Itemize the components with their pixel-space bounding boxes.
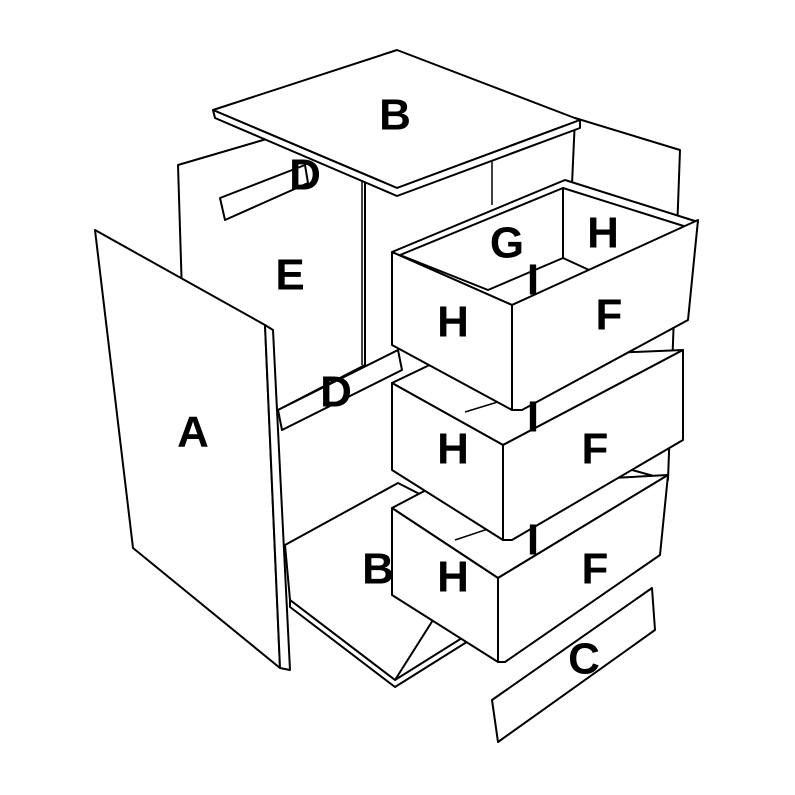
drawer2-front bbox=[502, 349, 684, 541]
label-drawer3-bottom: I bbox=[527, 516, 539, 565]
label-drawer2-bottom: I bbox=[527, 393, 539, 442]
drawer3-front bbox=[497, 474, 669, 663]
label-side-panel: A bbox=[177, 408, 209, 457]
label-top-panel: B bbox=[379, 91, 411, 140]
label-drawer1-bottom: I bbox=[527, 256, 539, 305]
top-panel-edge bbox=[212, 109, 581, 197]
label-drawer3-side: H bbox=[437, 553, 469, 602]
label-rail-upper: D bbox=[289, 151, 321, 200]
label-drawer3-front: F bbox=[582, 545, 609, 594]
label-drawer-side-right: H bbox=[587, 209, 619, 258]
label-drawer2-side: H bbox=[437, 425, 469, 474]
label-drawer2-front: F bbox=[582, 425, 609, 474]
label-rail-lower: D bbox=[320, 368, 352, 417]
label-drawer1-side: H bbox=[437, 298, 469, 347]
label-bottom-panel: B bbox=[362, 545, 394, 594]
drawer1-front bbox=[511, 219, 699, 411]
label-drawer1-front: F bbox=[596, 291, 623, 340]
side-panel-a-edge bbox=[264, 324, 291, 671]
rail-lower-d bbox=[277, 349, 403, 431]
label-back-panel: E bbox=[275, 251, 304, 300]
label-plinth: C bbox=[568, 635, 600, 684]
rail-upper-d bbox=[219, 164, 309, 221]
label-drawer-back: G bbox=[490, 219, 524, 268]
